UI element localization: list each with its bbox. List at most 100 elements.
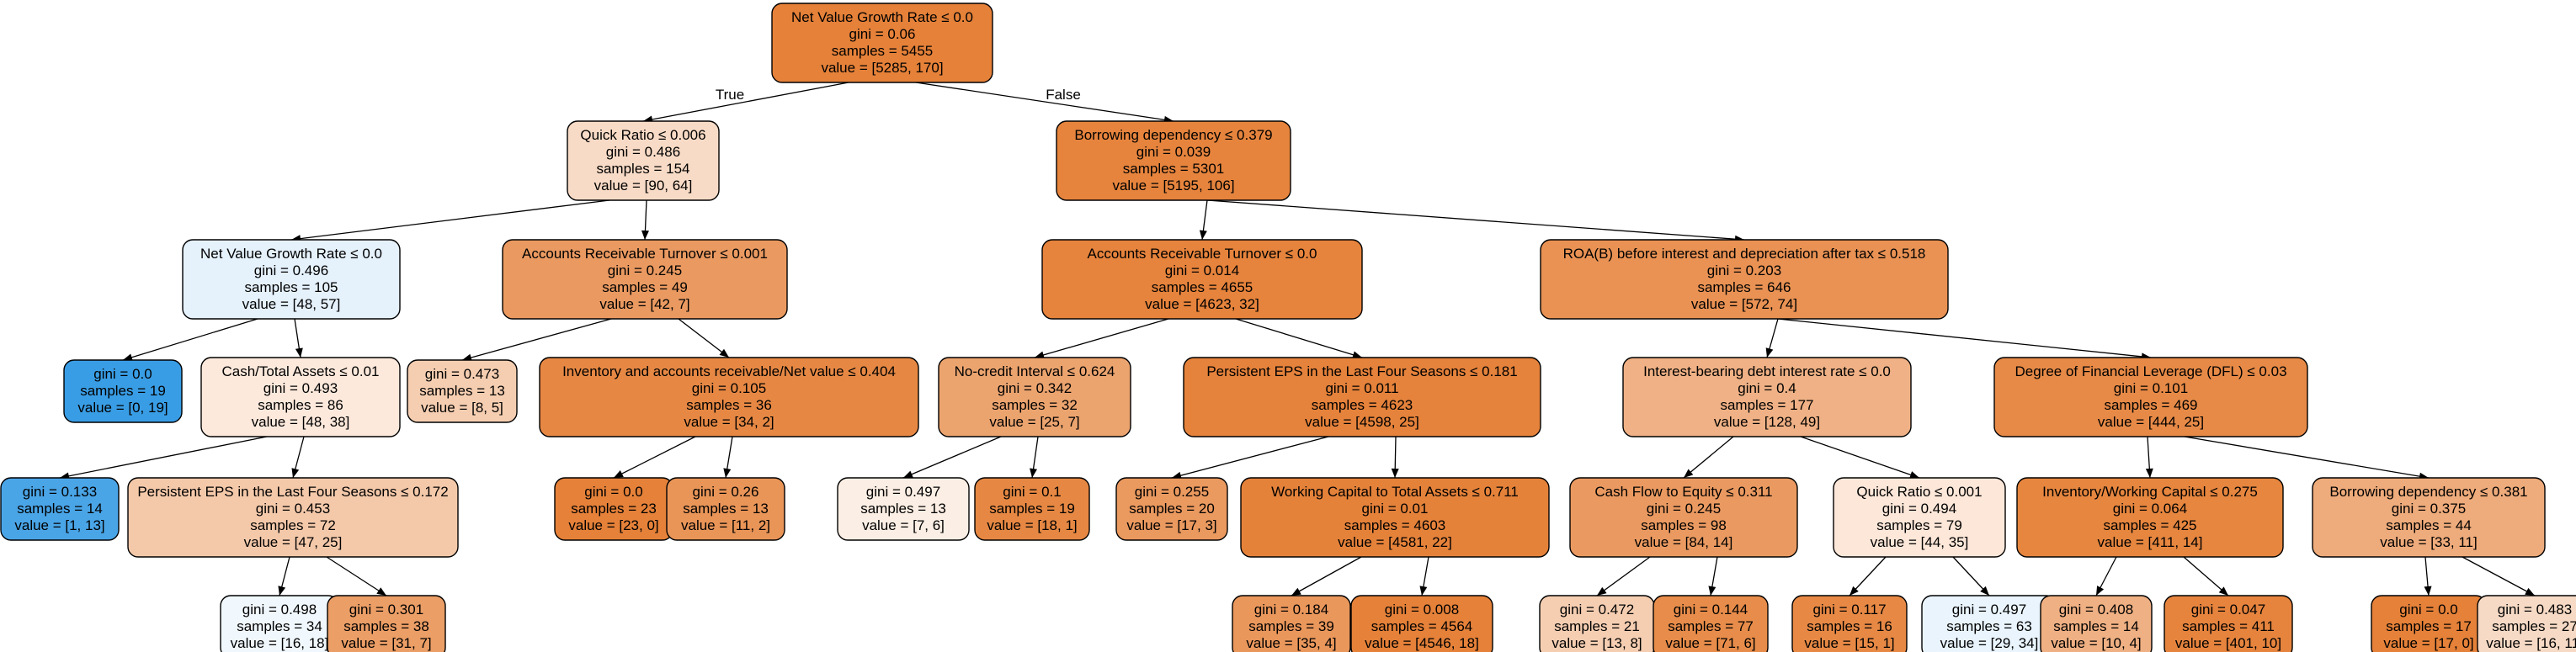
node-stat-line: samples = 72 xyxy=(250,517,336,533)
edge-arrowhead xyxy=(1199,230,1207,240)
node-stat-line: value = [4623, 32] xyxy=(1145,296,1259,312)
node-stat-line: samples = 39 xyxy=(1248,618,1334,634)
node-box xyxy=(1240,477,1550,558)
tree-node-n24: ROA(B) before interest and depreciation … xyxy=(1540,239,1949,320)
edge-arrowhead xyxy=(1419,586,1428,596)
node-box xyxy=(2016,477,2284,558)
node-stat-line: samples = 36 xyxy=(686,397,772,413)
tree-edge xyxy=(1235,318,1363,358)
node-stat-line: value = [34, 2] xyxy=(684,414,774,430)
node-stat-line: samples = 4603 xyxy=(1344,517,1446,533)
tree-node-n11: Inventory and accounts receivable/Net va… xyxy=(539,357,919,437)
node-stat-line: value = [17, 3] xyxy=(1126,517,1216,533)
edge-arrowhead xyxy=(1684,469,1694,478)
node-stat-line: samples = 425 xyxy=(2103,517,2196,533)
node-split-rule: Degree of Financial Leverage (DFL) ≤ 0.0… xyxy=(2014,363,2286,379)
node-stat-line: gini = 0.342 xyxy=(998,380,1072,396)
edge-arrowhead xyxy=(614,470,624,478)
node-stat-line: samples = 4655 xyxy=(1152,279,1253,295)
node-box xyxy=(407,359,518,423)
node-split-rule: ROA(B) before interest and depreciation … xyxy=(1563,246,1926,262)
node-stat-line: value = [90, 64] xyxy=(594,178,693,193)
node-split-rule: Cash/Total Assets ≤ 0.01 xyxy=(222,363,380,379)
node-stat-line: gini = 0.008 xyxy=(1385,602,1459,618)
node-stat-line: value = [401, 10] xyxy=(2175,635,2281,651)
node-stat-line: samples = 411 xyxy=(2182,618,2275,634)
node-box xyxy=(539,357,919,437)
node-stat-line: gini = 0.498 xyxy=(242,602,317,618)
tree-node-n6: Persistent EPS in the Last Four Seasons … xyxy=(127,477,459,558)
node-stat-line: value = [18, 1] xyxy=(987,517,1077,533)
node-stat-line: gini = 0.486 xyxy=(606,144,680,160)
node-box xyxy=(1183,357,1541,437)
node-stat-line: samples = 16 xyxy=(1807,618,1892,634)
node-box xyxy=(1993,357,2308,437)
node-stat-line: gini = 0.494 xyxy=(1882,501,1956,517)
node-stat-line: samples = 38 xyxy=(343,618,429,634)
node-stat-line: samples = 23 xyxy=(571,501,657,517)
node-stat-line: gini = 0.06 xyxy=(849,26,916,42)
tree-edge xyxy=(1777,318,2152,358)
branch-label-false: False xyxy=(1046,87,1081,103)
node-box xyxy=(2477,595,2576,652)
edge-arrowhead xyxy=(1030,468,1038,478)
node-split-rule: Quick Ratio ≤ 0.001 xyxy=(1856,484,1982,500)
node-stat-line: gini = 0.101 xyxy=(2114,380,2188,396)
node-stat-line: gini = 0.493 xyxy=(263,380,338,396)
edge-arrowhead xyxy=(2096,586,2105,596)
node-box xyxy=(1622,357,1912,437)
node-stat-line: value = [35, 4] xyxy=(1246,635,1336,651)
node-box xyxy=(837,477,970,541)
branch-label-true: True xyxy=(716,87,744,103)
node-stat-line: samples = 44 xyxy=(2386,517,2472,533)
node-stat-line: value = [47, 25] xyxy=(244,534,343,550)
node-stat-line: gini = 0.497 xyxy=(1952,602,2026,618)
tree-node-n9: Accounts Receivable Turnover ≤ 0.001gini… xyxy=(502,239,788,320)
tree-edge xyxy=(326,556,387,596)
tree-edges xyxy=(59,82,2536,596)
node-stat-line: value = [42, 7] xyxy=(599,296,689,312)
node-stat-line: samples = 21 xyxy=(1554,618,1640,634)
node-stat-line: value = [16, 11] xyxy=(2486,635,2576,651)
node-stat-line: samples = 105 xyxy=(244,279,338,295)
node-split-rule: Cash Flow to Equity ≤ 0.311 xyxy=(1594,484,1772,500)
node-stat-line: value = [8, 5] xyxy=(421,400,503,416)
tree-edge xyxy=(902,436,1002,479)
node-stat-line: value = [23, 0] xyxy=(568,517,658,533)
node-stat-line: gini = 0.133 xyxy=(23,484,97,500)
tree-node-n32: Degree of Financial Leverage (DFL) ≤ 0.0… xyxy=(1993,357,2308,437)
node-stat-line: gini = 0.496 xyxy=(254,262,328,278)
node-split-rule: Accounts Receivable Turnover ≤ 0.0 xyxy=(1088,246,1317,262)
node-stat-line: samples = 77 xyxy=(1668,618,1754,634)
node-box xyxy=(974,477,1090,541)
tree-edge xyxy=(122,318,258,361)
node-stat-line: samples = 32 xyxy=(992,397,1078,413)
node-stat-line: value = [29, 34] xyxy=(1940,635,2039,651)
node-stat-line: gini = 0.245 xyxy=(608,262,682,278)
node-box xyxy=(567,120,720,201)
edge-arrowhead xyxy=(1708,586,1716,596)
node-stat-line: value = [16, 18] xyxy=(231,635,329,651)
edge-arrowhead xyxy=(2424,586,2432,596)
node-stat-line: samples = 79 xyxy=(1876,517,1962,533)
node-stat-line: value = [0, 19] xyxy=(77,400,168,416)
node-stat-line: gini = 0.105 xyxy=(692,380,766,396)
node-stat-line: value = [25, 7] xyxy=(989,414,1079,430)
edge-arrowhead xyxy=(123,353,133,362)
node-stat-line: gini = 0.453 xyxy=(256,501,330,517)
